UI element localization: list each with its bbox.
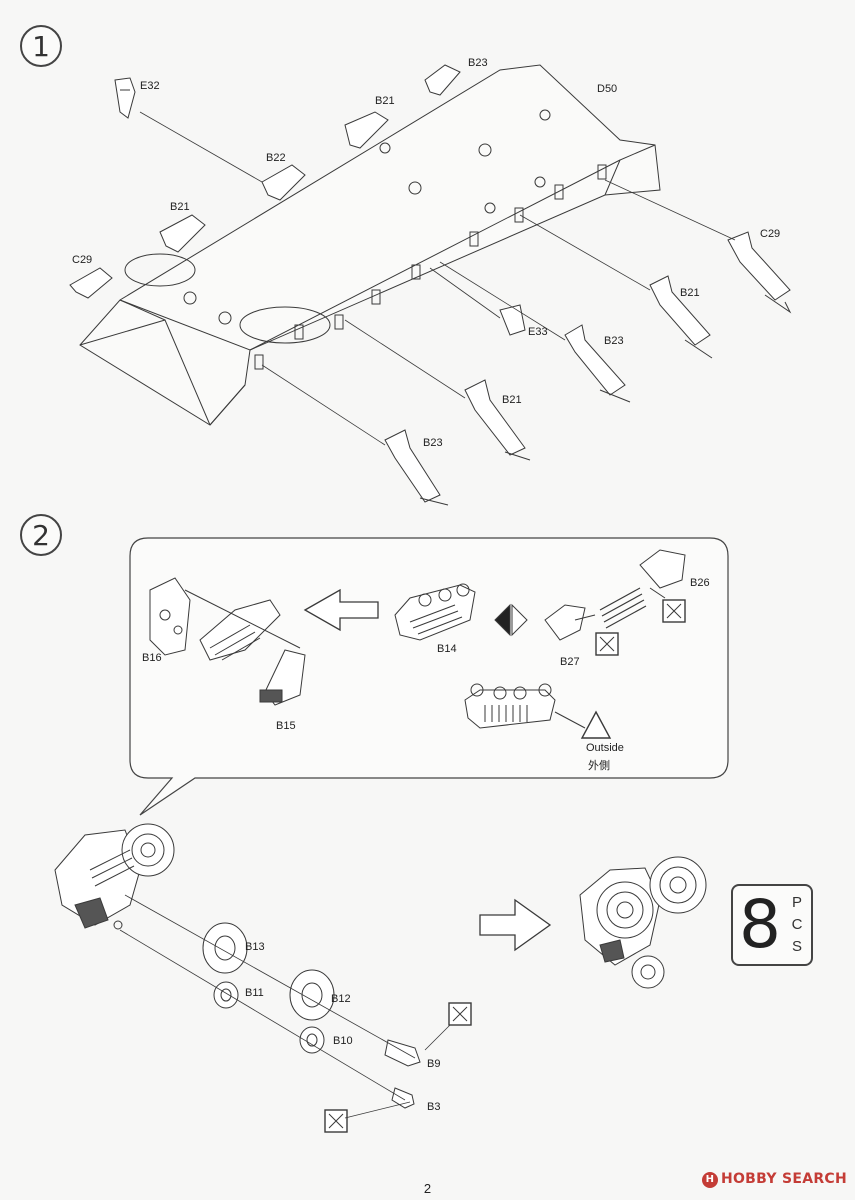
part-label-b14: B14 [437, 643, 457, 655]
part-label-b26: B26 [690, 577, 710, 589]
watermark-logo-icon: H [701, 1172, 718, 1188]
page-number: 2 [423, 1181, 432, 1196]
outside-label: Outside [586, 742, 624, 754]
leader-lines-step1 [139, 111, 736, 446]
wheels-exploded [119, 894, 451, 1119]
part-label-e33: E33 [528, 326, 548, 338]
bogie-assembly-left [54, 823, 175, 930]
quantity-unit-s: S [791, 938, 802, 955]
part-label-b21-mid: B21 [502, 394, 522, 406]
part-label-b22: B22 [266, 152, 286, 164]
quantity-box: 8 P C S [731, 884, 813, 966]
arrow-right-hollow [479, 898, 552, 952]
part-label-c29-right: C29 [760, 228, 781, 240]
part-label-b10: B10 [333, 1035, 353, 1047]
suspension-arms [384, 231, 792, 506]
part-label-b16: B16 [142, 652, 162, 664]
quantity-unit-p: P [791, 894, 802, 911]
callout-bubble [129, 537, 729, 816]
part-label-e32: E32 [140, 80, 160, 92]
part-label-b3: B3 [427, 1101, 441, 1113]
part-label-b23-top: B23 [468, 57, 488, 69]
quantity-unit-c: C [791, 916, 803, 933]
callout-parts-b26-b27 [544, 549, 686, 641]
part-label-b23-right: B23 [604, 335, 624, 347]
bidirectional-diamond [494, 603, 528, 637]
callout-assembly-b15-b16 [149, 577, 306, 706]
part-label-b11: B11 [245, 987, 264, 999]
outside-label-jp: 外側 [588, 760, 610, 772]
part-label-b21-left: B21 [170, 201, 190, 213]
callout-outside-detail [464, 683, 612, 739]
arrow-left-hollow [303, 588, 379, 632]
watermark-text: HOBBY SEARCH [720, 1171, 847, 1187]
quantity-number: 8 [739, 886, 781, 963]
hull-floor-d50 [79, 64, 661, 426]
part-label-b12: B12 [331, 993, 351, 1005]
brackets-upper [69, 64, 461, 299]
part-label-b13: B13 [245, 941, 265, 953]
part-label-b21-top: B21 [375, 95, 395, 107]
part-label-d50: D50 [597, 83, 618, 95]
part-label-c29-left: C29 [72, 254, 93, 266]
part-label-b23-bottom: B23 [423, 437, 443, 449]
step-2-marker: 2 [20, 514, 62, 556]
part-label-b21-right: B21 [680, 287, 700, 299]
part-label-b9: B9 [427, 1058, 441, 1070]
bogie-assembly-complete [579, 856, 707, 989]
part-label-b27: B27 [560, 656, 580, 668]
part-label-b15: B15 [276, 720, 296, 732]
quantity-unit: P C S [790, 892, 804, 958]
step-1-marker: 1 [20, 25, 62, 67]
callout-part-b14 [394, 583, 476, 641]
no-cement-icons [324, 599, 686, 1133]
